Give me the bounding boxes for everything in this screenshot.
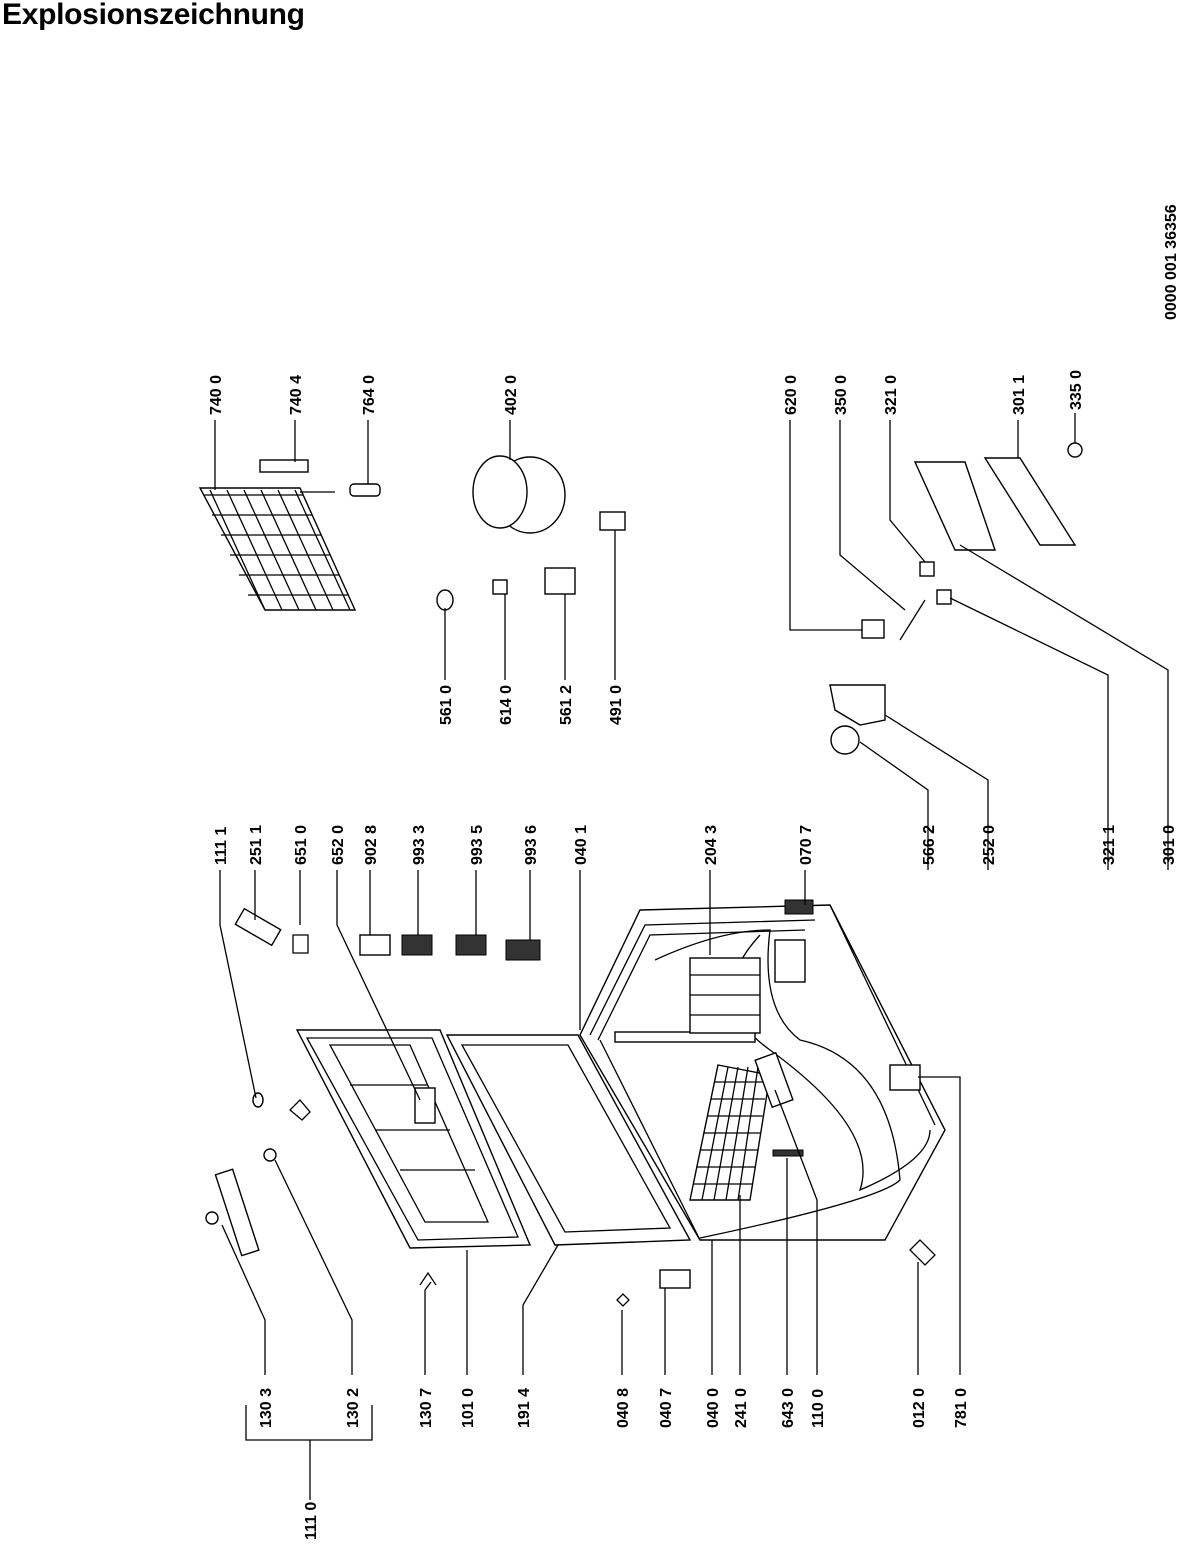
- part-label: 993 6: [523, 825, 540, 865]
- part-label: 110 0: [810, 1389, 827, 1428]
- part-label: 130 3: [258, 1388, 275, 1428]
- part-label: 740 4: [288, 375, 305, 415]
- gasket-part: [445, 1034, 692, 1246]
- part-label: 070 7: [798, 825, 815, 865]
- part-label: 321 1: [1101, 825, 1118, 865]
- leader-line: [889, 420, 926, 563]
- part-label: 652 0: [330, 825, 347, 865]
- part-label: 040 0: [705, 1388, 722, 1428]
- part-label: 781 0: [953, 1388, 970, 1428]
- part-label: 993 5: [469, 825, 486, 865]
- leader-line: [859, 741, 929, 870]
- part-label: 040 7: [658, 1388, 675, 1428]
- leader-line: [918, 1076, 961, 1375]
- part-label: 643 0: [780, 1388, 797, 1428]
- part-label: 902 8: [363, 825, 380, 865]
- part-label: 241 0: [733, 1388, 750, 1428]
- part-label: 191 4: [516, 1388, 533, 1428]
- part-label: 402 0: [503, 375, 520, 415]
- part-label: 301 1: [1011, 375, 1028, 415]
- part-label: 130 2: [345, 1388, 362, 1428]
- part-label: 252 0: [981, 825, 998, 865]
- part-label: 040 1: [573, 825, 590, 865]
- part-label: 491 0: [608, 685, 625, 725]
- part-label: 561 0: [438, 685, 455, 725]
- part-label: 204 3: [703, 825, 720, 865]
- leader-line: [522, 1244, 559, 1375]
- part-label: 335 0: [1068, 370, 1085, 410]
- part-label: 740 0: [208, 375, 225, 415]
- leader-line: [839, 420, 906, 611]
- part-label: 764 0: [361, 375, 378, 415]
- page-title: Explosionszeichnung: [2, 0, 305, 31]
- part-label: 614 0: [498, 685, 515, 725]
- lid-part: [295, 1029, 532, 1249]
- drawing-code: 0000 001 36356: [1163, 204, 1177, 320]
- group-bracket: [245, 1405, 373, 1441]
- leader-line: [221, 1224, 266, 1375]
- part-label: 040 8: [615, 1388, 632, 1428]
- part-label: 101 0: [460, 1388, 477, 1428]
- part-label: 561 2: [558, 685, 575, 725]
- part-label: 993 3: [411, 825, 428, 865]
- small-parts: [205, 1092, 936, 1307]
- part-label: 012 0: [911, 1388, 928, 1428]
- condenser-coil-part: [198, 459, 381, 611]
- part-label: 301 0: [1161, 825, 1177, 865]
- part-label: 321 0: [883, 375, 900, 415]
- basket-part: [689, 1051, 804, 1201]
- part-label: 251 1: [248, 825, 265, 865]
- part-label: 651 0: [293, 825, 310, 865]
- leader-line: [219, 870, 257, 1099]
- leader-line: [949, 597, 1109, 870]
- part-label: 566 2: [921, 825, 938, 865]
- leader-line: [274, 1159, 353, 1375]
- leader-line: [884, 714, 989, 870]
- racks-part: [234, 907, 541, 961]
- leader-line: [789, 420, 862, 631]
- part-label: 111 1: [213, 827, 230, 865]
- part-label: 350 0: [833, 375, 850, 415]
- part-label: 111 0: [303, 1502, 320, 1540]
- leader-line: [959, 544, 1169, 870]
- leader-line: [774, 1089, 818, 1375]
- part-label: 130 7: [418, 1388, 435, 1428]
- control-parts: [829, 442, 1083, 755]
- leader-line: [336, 870, 421, 1101]
- compressor-part: [436, 455, 626, 611]
- part-label: 620 0: [783, 375, 800, 415]
